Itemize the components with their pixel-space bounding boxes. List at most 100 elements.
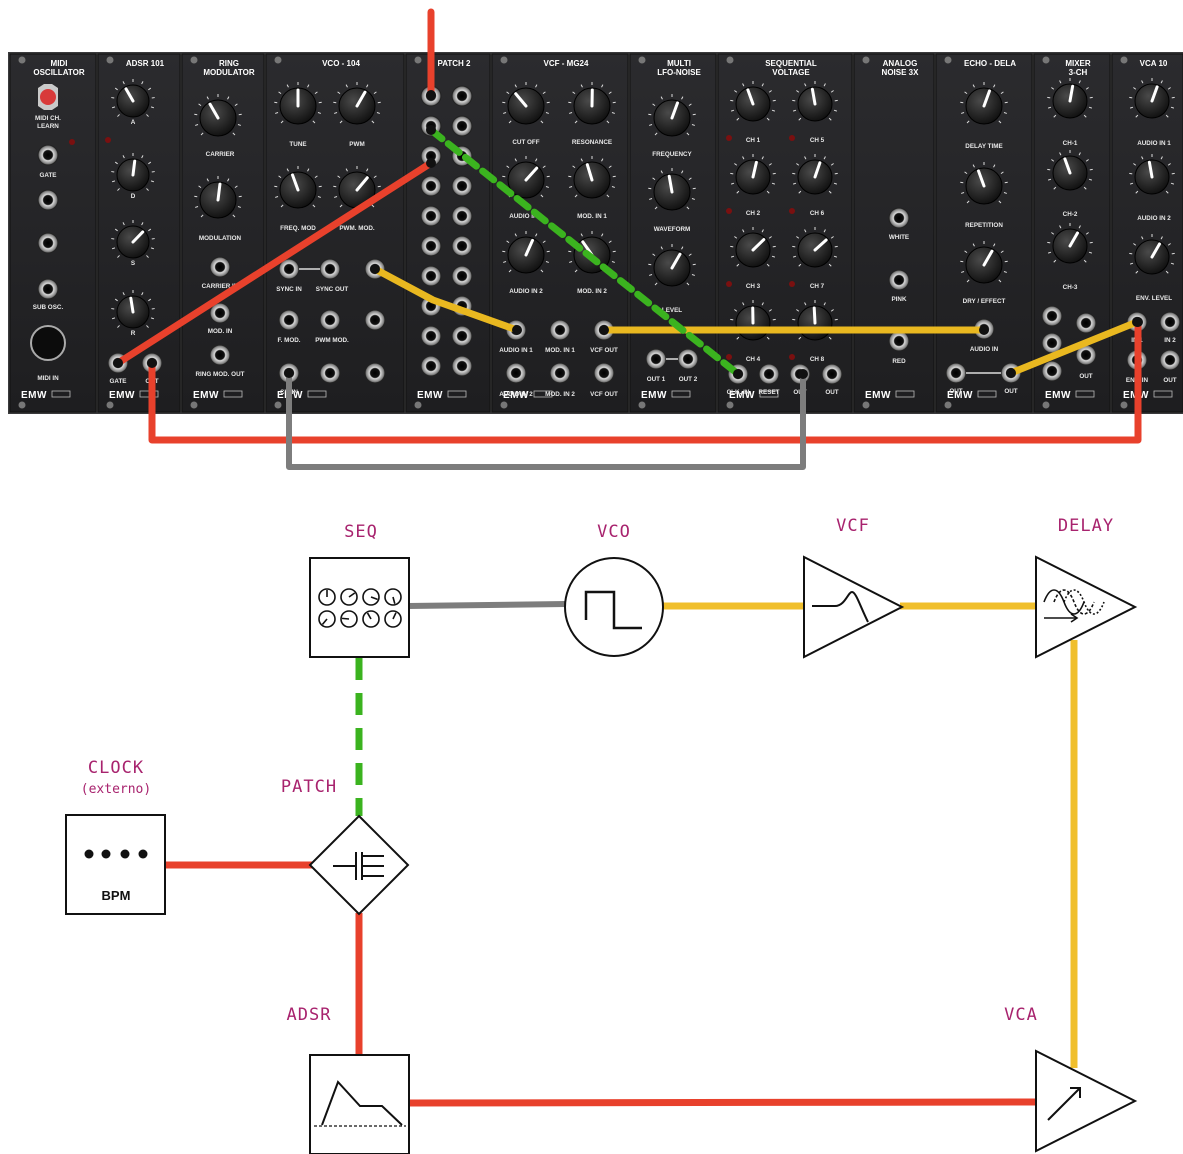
cable-plug xyxy=(426,90,436,100)
label: CH 1 xyxy=(746,137,761,144)
cable-plug xyxy=(512,325,522,335)
module-title: MULTI xyxy=(667,59,691,68)
midi-learn-button[interactable] xyxy=(40,89,56,105)
mixer-jack[interactable] xyxy=(1076,313,1096,333)
label: SUB OSC. xyxy=(33,304,64,311)
vcf-jack[interactable] xyxy=(550,320,570,340)
vco-jack[interactable] xyxy=(279,310,299,330)
module-patch: PATCH 2 EMW xyxy=(406,54,490,412)
label: GATE xyxy=(109,378,126,385)
patch-jack[interactable] xyxy=(452,326,472,346)
mixer-jack[interactable] xyxy=(1042,361,1062,381)
label: FREQUENCY xyxy=(652,151,692,158)
label: S xyxy=(131,260,135,267)
label: DRY / EFFECT xyxy=(963,298,1006,305)
patch-jack[interactable] xyxy=(452,266,472,286)
label: MOD. IN 1 xyxy=(545,347,575,354)
cable-plug xyxy=(733,369,743,379)
cable-plug xyxy=(147,358,157,368)
patch-jack[interactable] xyxy=(421,266,441,286)
label: PWM. MOD. xyxy=(339,225,375,232)
patch-jack[interactable] xyxy=(452,206,472,226)
vcf-jack[interactable] xyxy=(594,363,614,383)
module-title: RING xyxy=(219,59,239,68)
label: PWM MOD. xyxy=(315,337,349,344)
label: F. MOD. xyxy=(277,337,300,344)
label: RESET xyxy=(759,389,780,396)
vco-jack[interactable] xyxy=(365,310,385,330)
ring-jack[interactable] xyxy=(210,345,230,365)
label: AUDIO IN 2 xyxy=(509,288,543,295)
label: MOD. IN 1 xyxy=(577,213,607,220)
midi-jack[interactable] xyxy=(38,233,58,253)
patch-jack[interactable] xyxy=(452,86,472,106)
brand-text: EMW xyxy=(109,390,135,401)
midi-jack[interactable] xyxy=(38,145,58,165)
brand-text: EMW xyxy=(417,390,443,401)
noise-jack[interactable] xyxy=(889,331,909,351)
label: CLK. IN xyxy=(727,389,750,396)
cable-plug xyxy=(1006,368,1016,378)
label: WAVEFORM xyxy=(654,226,691,233)
label: CH 5 xyxy=(810,137,825,144)
node-clock-text: BPM xyxy=(102,888,131,903)
cable-plug xyxy=(1133,317,1143,327)
patch-jack[interactable] xyxy=(421,176,441,196)
label: CH-3 xyxy=(1063,284,1078,291)
node-delay: DELAY xyxy=(1036,516,1135,657)
label: LEARN xyxy=(37,123,59,130)
seq-jack[interactable] xyxy=(759,364,779,384)
patch-jack[interactable] xyxy=(421,356,441,376)
module-title: ECHO - DELA xyxy=(964,59,1016,68)
vcf-jack[interactable] xyxy=(506,363,526,383)
label: CUT OFF xyxy=(512,139,539,146)
vca-jack[interactable] xyxy=(1160,312,1180,332)
brand-text: EMW xyxy=(21,390,47,401)
module-title: VCF - MG24 xyxy=(544,59,589,68)
echo-out-jack[interactable] xyxy=(946,363,966,383)
module-title: PATCH 2 xyxy=(437,59,471,68)
label: VCF OUT xyxy=(590,391,618,398)
label: AUDIO IN 1 xyxy=(499,347,533,354)
node-vco: VCO xyxy=(565,522,663,656)
label: AUDIO IN 1 xyxy=(1137,140,1171,147)
label: CH 4 xyxy=(746,356,761,363)
label: R xyxy=(131,330,136,337)
vcf-jack[interactable] xyxy=(550,363,570,383)
label: OUT xyxy=(1004,388,1017,395)
node-seq: SEQ xyxy=(310,522,409,657)
patch-jack[interactable] xyxy=(452,116,472,136)
seq-jack[interactable] xyxy=(822,364,842,384)
vco-jack[interactable] xyxy=(320,310,340,330)
patch-jack[interactable] xyxy=(452,176,472,196)
vco-jack[interactable] xyxy=(320,363,340,383)
label: FREQ. MOD xyxy=(280,225,316,232)
patch-jack[interactable] xyxy=(452,356,472,376)
label: A xyxy=(131,119,136,126)
label: MOD. IN 2 xyxy=(577,288,607,295)
patch-jack[interactable] xyxy=(452,236,472,256)
label: MIDI CH. xyxy=(35,115,61,122)
patch-jack[interactable] xyxy=(421,206,441,226)
patch-jack[interactable] xyxy=(421,326,441,346)
lfo-out2-jack[interactable] xyxy=(678,349,698,369)
noise-jack[interactable] xyxy=(889,270,909,290)
patch-jack[interactable] xyxy=(421,236,441,256)
label: AUDIO IN 2 xyxy=(1137,215,1171,222)
noise-jack[interactable] xyxy=(889,208,909,228)
label: CH-1 xyxy=(1063,140,1078,147)
node-vcf: VCF xyxy=(804,516,902,657)
vca-jack[interactable] xyxy=(1160,350,1180,370)
vco-jack[interactable] xyxy=(365,363,385,383)
connection-adsr-vca xyxy=(409,1102,1036,1103)
midi-jack[interactable] xyxy=(38,279,58,299)
label: RING MOD. OUT xyxy=(196,371,245,378)
lfo-out1-jack[interactable] xyxy=(646,349,666,369)
midi-din-connector[interactable] xyxy=(31,326,65,360)
label: AUDIO IN 2 xyxy=(499,391,533,398)
vco-jack[interactable] xyxy=(320,259,340,279)
midi-jack[interactable] xyxy=(38,190,58,210)
ring-jack[interactable] xyxy=(210,257,230,277)
mixer-jack[interactable] xyxy=(1042,306,1062,326)
